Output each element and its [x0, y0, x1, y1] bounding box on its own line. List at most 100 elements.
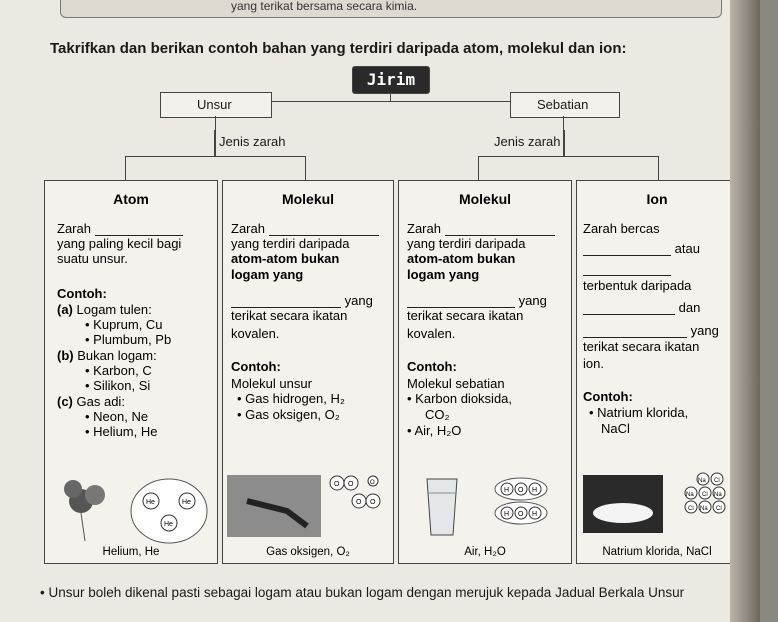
- definition-line: logam yang: [231, 267, 304, 282]
- particle-label: O: [518, 487, 524, 494]
- particle-label: O: [370, 480, 375, 486]
- particle-label: Na: [700, 506, 708, 512]
- particle-label: O: [370, 499, 376, 506]
- particle-label: Na: [686, 492, 694, 498]
- particle-label: O: [334, 481, 340, 488]
- column-atom: Atom Zarah yang paling kecil bagi suatu …: [44, 180, 218, 564]
- particle-label: O: [356, 499, 362, 506]
- definition-line: yang: [407, 293, 547, 308]
- connector: [125, 156, 127, 180]
- column-ion: Ion Zarah bercas atau terbentuk daripada…: [576, 180, 738, 564]
- connector: [563, 116, 565, 156]
- example-item: CO₂: [425, 407, 450, 422]
- definition-line: Zarah: [231, 221, 379, 236]
- example-c: (c) Gas adi:: [57, 394, 125, 409]
- example-item: NaCl: [601, 421, 630, 436]
- definition-line: yang: [583, 323, 719, 338]
- particle-label: Cl: [714, 478, 720, 484]
- definition-line: atau: [583, 241, 700, 256]
- previous-section-strip: yang terikat bersama secara kimia.: [60, 0, 722, 18]
- image-caption: Natrium klorida, NaCl: [602, 546, 712, 558]
- contoh-heading: Contoh:: [407, 359, 457, 374]
- example-item: Molekul unsur: [231, 376, 312, 391]
- example-item: • Plumbum, Pb: [85, 332, 172, 347]
- definition-line: terbentuk daripada: [583, 278, 692, 293]
- tree-node-unsur: Unsur: [160, 92, 272, 118]
- image-caption: Helium, He: [102, 546, 160, 558]
- tree-root-jirim: Jirim: [352, 66, 430, 94]
- tree-node-jenis-zarah-left: Jenis zarah: [214, 130, 295, 156]
- definition-line: Zarah: [407, 221, 555, 236]
- image-caption: Gas oksigen, O₂: [266, 546, 350, 558]
- example-item: • Neon, Ne: [85, 409, 149, 424]
- contoh-heading: Contoh:: [583, 389, 633, 404]
- connector: [230, 101, 550, 103]
- definition-line: terikat secara ikatan: [583, 339, 700, 354]
- definition-line: Zarah: [57, 221, 183, 236]
- helium-balloons-illustration: He He He: [64, 478, 208, 544]
- definition-line: kovalen.: [407, 326, 456, 341]
- column-title: Molekul: [281, 191, 335, 207]
- example-item: • Karbon dioksida,: [407, 391, 513, 406]
- example-b: (b) Bukan logam:: [57, 348, 157, 363]
- connector: [658, 156, 660, 180]
- definition-line: logam yang: [407, 267, 480, 282]
- particle-label: Cl: [702, 492, 708, 498]
- jenis-zarah-label: Jenis zarah: [219, 134, 286, 149]
- column-title: Ion: [646, 191, 668, 207]
- tree-node-sebatian: Sebatian: [510, 92, 620, 118]
- sebatian-label: Sebatian: [537, 97, 589, 112]
- example-item: • Gas oksigen, O₂: [237, 407, 340, 422]
- definition-line: yang terdiri daripada: [231, 236, 350, 251]
- unsur-label: Unsur: [197, 97, 232, 112]
- contoh-heading: Contoh:: [57, 286, 107, 301]
- connector: [125, 156, 305, 158]
- definition-line: atom-atom bukan: [407, 251, 516, 266]
- definition-line: atom-atom bukan: [231, 251, 340, 266]
- example-item: • Air, H₂O: [407, 423, 462, 438]
- connector: [478, 156, 658, 158]
- salt-crystal-illustration: Na Cl Na Cl Na Cl Na Cl: [583, 472, 726, 533]
- example-item: • Helium, He: [85, 424, 158, 439]
- example-a: (a) Logam tulen:: [57, 302, 152, 317]
- example-item: • Natrium klorida,: [589, 405, 689, 420]
- connector: [215, 116, 217, 156]
- particle-label: H: [532, 511, 537, 518]
- particle-label: O: [518, 511, 524, 518]
- definition-line: dan: [583, 300, 700, 315]
- definition-line: yang terdiri daripada: [407, 236, 526, 251]
- example-item: • Silikon, Si: [85, 378, 151, 393]
- connector: [478, 156, 480, 180]
- textbook-page: yang terikat bersama secara kimia. Takri…: [0, 0, 760, 622]
- particle-label: He: [164, 521, 173, 528]
- connector: [305, 156, 307, 180]
- particle-label: Cl: [716, 506, 722, 512]
- definition-line: kovalen.: [231, 326, 280, 341]
- particle-label: H: [504, 511, 509, 518]
- footer-note: • Unsur boleh dikenal pasti sebagai loga…: [40, 585, 685, 600]
- strip-text: yang terikat bersama secara kimia.: [231, 0, 418, 13]
- example-item: • Gas hidrogen, H₂: [237, 391, 345, 406]
- definition-line: suatu unsur.: [57, 251, 128, 266]
- book-spine: [730, 0, 760, 622]
- example-item: Molekul sebatian: [407, 376, 505, 391]
- definition-line: yang: [231, 293, 373, 308]
- particle-label: Na: [714, 492, 722, 498]
- connector: [390, 92, 392, 102]
- particle-label: He: [182, 499, 191, 506]
- particle-label: He: [146, 499, 155, 506]
- question-text: Takrifkan dan berikan contoh bahan yang …: [50, 40, 627, 57]
- definition-line: yang paling kecil bagi: [57, 236, 182, 251]
- definition-line: ion.: [583, 356, 604, 371]
- definition-line: terikat secara ikatan: [231, 308, 348, 323]
- image-caption: Air, H₂O: [464, 546, 506, 558]
- column-title: Molekul: [458, 191, 512, 207]
- contoh-heading: Contoh:: [231, 359, 281, 374]
- definition-line: terikat secara ikatan: [407, 308, 524, 323]
- tree-node-jenis-zarah-right: Jenis zarah: [486, 130, 565, 156]
- particle-label: H: [532, 487, 537, 494]
- particle-label: Na: [698, 478, 706, 484]
- jenis-zarah-label: Jenis zarah: [494, 134, 561, 149]
- column-molekul-sebatian: Molekul Zarah yang terdiri daripada atom…: [398, 180, 572, 564]
- column-title: Atom: [113, 191, 149, 207]
